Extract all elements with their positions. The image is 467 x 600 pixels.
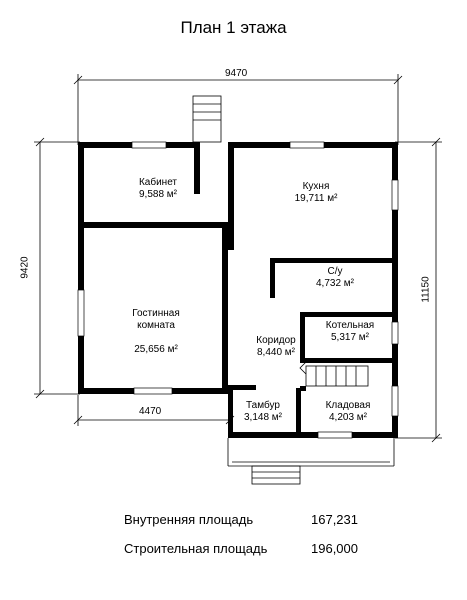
- room-name: С/у: [327, 266, 343, 277]
- room-name: Кладовая: [325, 400, 371, 411]
- internal-area-label: Внутренняя площадь: [124, 512, 254, 527]
- room-label-bathroom: С/у 4,732 м²: [290, 266, 380, 290]
- room-name: Гостинная комната: [132, 308, 180, 331]
- dimension-right: 11150: [420, 276, 432, 303]
- room-name: Кухня: [302, 181, 330, 192]
- room-name: Котельная: [325, 320, 375, 331]
- room-name: Кабинет: [138, 177, 178, 188]
- building-area-value: 196,000: [311, 541, 358, 556]
- dimension-left: 9420: [19, 256, 31, 279]
- room-label-kitchen: Кухня 19,711 м²: [266, 181, 366, 205]
- room-label-corridor: Коридор 8,440 м²: [236, 335, 316, 359]
- dimension-top: 9470: [225, 68, 248, 79]
- room-label-storage: Кладовая 4,203 м²: [304, 400, 392, 424]
- dimension-bottom-left: 4470: [139, 406, 162, 417]
- room-area: 8,440 м²: [256, 347, 295, 358]
- room-area: 5,317 м²: [330, 332, 369, 343]
- room-area: 4,203 м²: [328, 412, 367, 423]
- room-area: 25,656 м²: [134, 344, 178, 355]
- room-area: 9,588 м²: [138, 189, 177, 200]
- room-area: 3,148 м²: [243, 412, 282, 423]
- internal-area-value: 167,231: [311, 512, 358, 527]
- room-label-kabinet: Кабинет 9,588 м²: [110, 177, 206, 201]
- room-label-vestibule: Тамбур 3,148 м²: [230, 400, 296, 424]
- room-label-living: Гостинная комната 25,656 м²: [104, 296, 208, 368]
- room-name: Коридор: [256, 335, 296, 346]
- building-area-label: Строительная площадь: [124, 541, 268, 556]
- room-name: Тамбур: [246, 400, 280, 411]
- plan-title: План 1 этажа: [180, 18, 287, 37]
- room-label-boiler: Котельная 5,317 м²: [306, 320, 394, 344]
- room-area: 19,711 м²: [294, 193, 338, 204]
- room-area: 4,732 м²: [315, 278, 354, 289]
